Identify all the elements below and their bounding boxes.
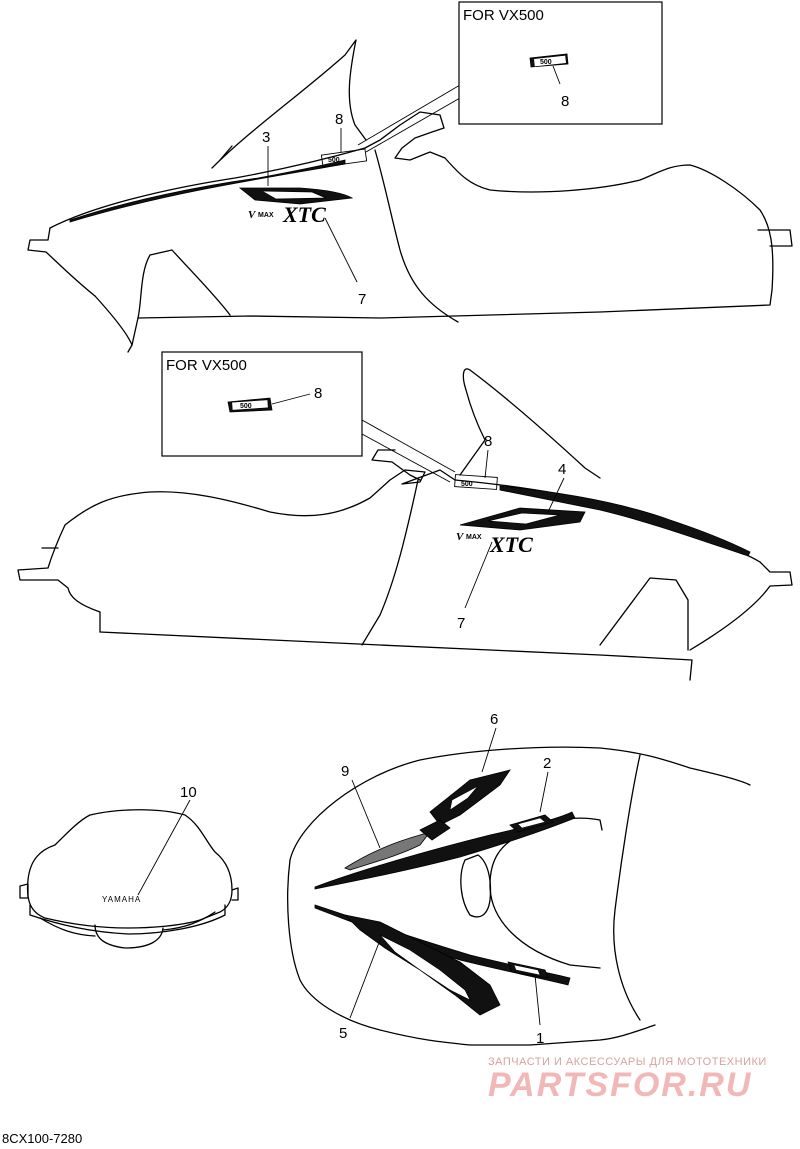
top-sled-side-view: V MAX XTC 500 (27, 39, 793, 353)
middle-sled-side-view: 500 V MAX XTC (17, 368, 793, 681)
callout-6: 6 (490, 711, 498, 728)
watermark-logo: PARTSFOR.RU (488, 1066, 753, 1104)
decal-vmax-top-prefix: V (248, 209, 257, 221)
decal-vmax-mid-xtc: XTC (489, 532, 533, 557)
callout-9: 9 (341, 763, 349, 780)
inset-box-mid-callout-8: 8 (314, 385, 322, 402)
inset-box-mid: FOR VX500 500 8 (161, 351, 363, 457)
inset-box-top-badge: 500 (540, 59, 552, 66)
decal-500-mid-sled: 500 (461, 481, 473, 488)
inset-box-mid-badge: 500 (240, 403, 252, 410)
inset-box-top-callout-8: 8 (561, 93, 569, 110)
decal-vmax-top-xtc: XTC (282, 202, 326, 227)
decal-500-top-sled: 500 (328, 157, 340, 164)
callout-2: 2 (543, 755, 551, 772)
watermark-tagline: ЗАПЧАСТИ И АКСЕССУАРЫ ДЛЯ МОТОТЕХНИКИ (488, 1056, 767, 1068)
decal-vmax-mid-prefix: V (456, 531, 465, 543)
callout-7-mid: 7 (457, 615, 465, 632)
callout-10: 10 (180, 784, 197, 801)
callout-7-top: 7 (358, 291, 366, 308)
callout-1: 1 (536, 1030, 544, 1047)
inset-box-mid-title: FOR VX500 (166, 357, 247, 374)
inset-box-top: FOR VX500 500 8 (458, 1, 663, 125)
callout-8-mid: 8 (484, 433, 492, 450)
callout-8-top: 8 (335, 111, 343, 128)
decal-vmax-mid-max: MAX (466, 534, 482, 541)
part-code: 8CX100-7280 (2, 1131, 83, 1146)
inset-box-top-title: FOR VX500 (463, 7, 544, 24)
hood-top-view (287, 727, 751, 1046)
windshield-front-view: YAMAHA (19, 799, 239, 949)
callout-3: 3 (262, 129, 270, 146)
callout-4: 4 (558, 461, 566, 478)
callout-5: 5 (339, 1025, 347, 1042)
decal-vmax-top-max: MAX (258, 212, 274, 219)
decal-yamaha-windshield: YAMAHA (102, 895, 141, 904)
